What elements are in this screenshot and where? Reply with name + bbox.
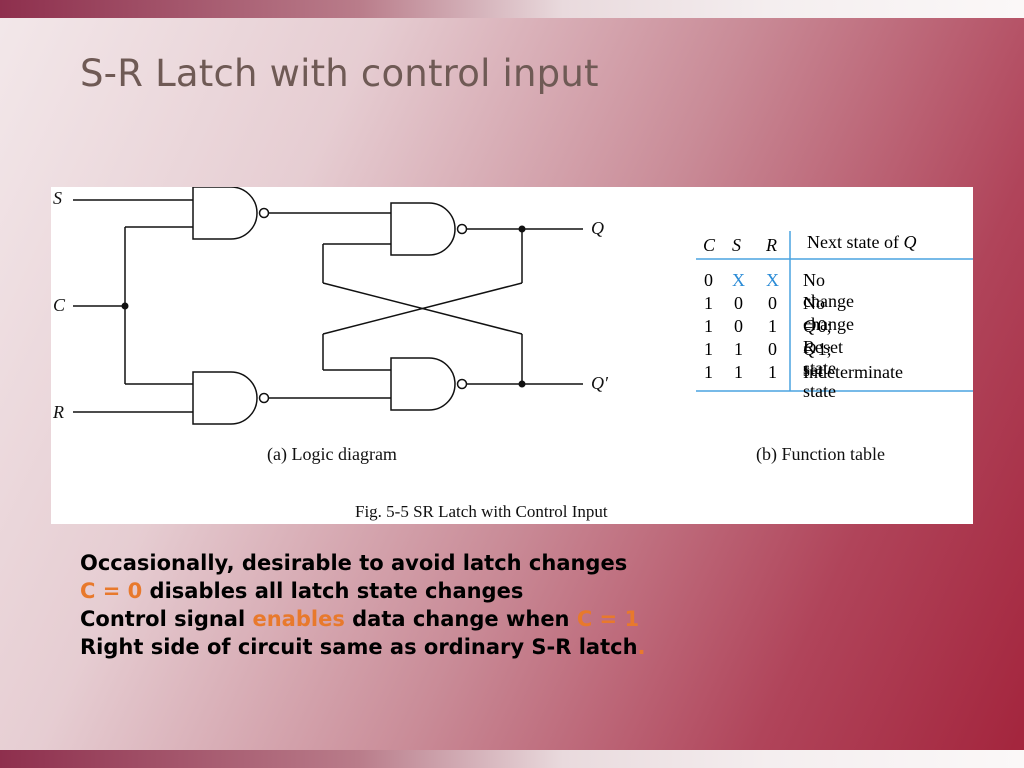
cell-s: 0 xyxy=(734,316,743,336)
nand-gate-3 xyxy=(390,202,456,256)
input-label-c: C xyxy=(53,295,66,315)
cell-c: 1 xyxy=(704,339,713,359)
table-header-c: C xyxy=(703,235,716,255)
bullet-line-4: Right side of circuit same as ordinary S… xyxy=(80,633,646,661)
table-header-s: S xyxy=(732,235,741,255)
nand-gate-2-bubble xyxy=(258,392,270,404)
bullet-text: Occasionally, desirable to avoid latch c… xyxy=(80,549,646,661)
bullet-line-3-a: Control signal xyxy=(80,607,253,631)
output-label-q: Q xyxy=(591,218,604,238)
table-row: 1 1 1 Indeterminate xyxy=(696,362,974,385)
cell-r: X xyxy=(766,270,779,290)
cell-desc-text: = 1; set state xyxy=(803,339,836,401)
nand-gate-1-bubble xyxy=(258,207,270,219)
output-label-qprime: Q′ xyxy=(591,373,608,393)
cell-r: 1 xyxy=(768,362,777,382)
cell-c: 1 xyxy=(704,293,713,313)
table-row: 1 0 0 No change xyxy=(696,293,974,334)
figure-panel: S C R Q Q′ (a) Logic diagram (b) Functio… xyxy=(51,187,973,524)
bottom-stripe xyxy=(0,750,1024,768)
bullet-line-3: Control signal enables data change when … xyxy=(80,605,646,633)
junction-qprime xyxy=(518,380,526,388)
cell-desc-text: Indeterminate xyxy=(803,362,903,382)
logic-diagram xyxy=(73,187,973,425)
highlight-dot: . xyxy=(637,635,646,659)
highlight-c0: C = 0 xyxy=(80,579,143,603)
slide-title: S-R Latch with control input xyxy=(80,52,599,95)
cell-c: 0 xyxy=(704,270,713,290)
nand-gate-2 xyxy=(192,371,258,425)
function-table: C S R Next state of Q 0 X X No change 1 … xyxy=(696,229,974,401)
bullet-line-2: C = 0 disables all latch state changes xyxy=(80,577,646,605)
cell-c: 1 xyxy=(704,362,713,382)
cell-desc-q: Q xyxy=(803,316,816,336)
caption-function-table: (b) Function table xyxy=(756,444,885,464)
cell-desc-text: No change xyxy=(803,293,854,334)
cell-r: 0 xyxy=(768,293,777,313)
input-label-s: S xyxy=(53,188,62,208)
top-stripe xyxy=(0,0,1024,18)
cell-s: X xyxy=(732,270,745,290)
cell-s: 1 xyxy=(734,362,743,382)
cell-desc-text: = 0; Reset state xyxy=(803,316,843,378)
nand-gate-1 xyxy=(192,187,258,240)
table-header-next: Next state of Q xyxy=(807,232,916,253)
cell-s: 0 xyxy=(734,293,743,313)
nand-gate-4 xyxy=(390,357,456,411)
table-header-r: R xyxy=(766,235,777,255)
highlight-enables: enables xyxy=(252,607,345,631)
table-header-next-q: Q xyxy=(903,232,917,252)
cell-s: 1 xyxy=(734,339,743,359)
cell-desc-q: Q xyxy=(803,339,816,359)
caption-logic-diagram: (a) Logic diagram xyxy=(267,444,397,464)
wire-fb-cross-2 xyxy=(322,282,523,335)
bullet-line-1: Occasionally, desirable to avoid latch c… xyxy=(80,551,628,575)
junction-q xyxy=(518,225,526,233)
table-row: 1 0 1 Q = 0; Reset state xyxy=(696,316,974,378)
bullet-line-4-text: Right side of circuit same as ordinary S… xyxy=(80,635,638,659)
cell-c: 1 xyxy=(704,316,713,336)
nand-gate-3-bubble xyxy=(456,223,468,235)
bullet-line-2-text: disables all latch state changes xyxy=(142,579,524,603)
input-label-r: R xyxy=(53,402,64,422)
table-header-next-text: Next state of xyxy=(807,232,904,252)
bullet-line-3-b: data change when xyxy=(344,607,577,631)
table-row: 1 1 0 Q = 1; set state xyxy=(696,339,974,401)
figure-caption: Fig. 5-5 SR Latch with Control Input xyxy=(355,502,608,521)
table-row: 0 X X No change xyxy=(696,270,974,311)
cell-r: 0 xyxy=(768,339,777,359)
nand-gate-4-bubble xyxy=(456,378,468,390)
junction-c xyxy=(121,302,129,310)
highlight-c1: C = 1 xyxy=(576,607,640,631)
cell-desc-text: No change xyxy=(803,270,854,311)
cell-r: 1 xyxy=(768,316,777,336)
